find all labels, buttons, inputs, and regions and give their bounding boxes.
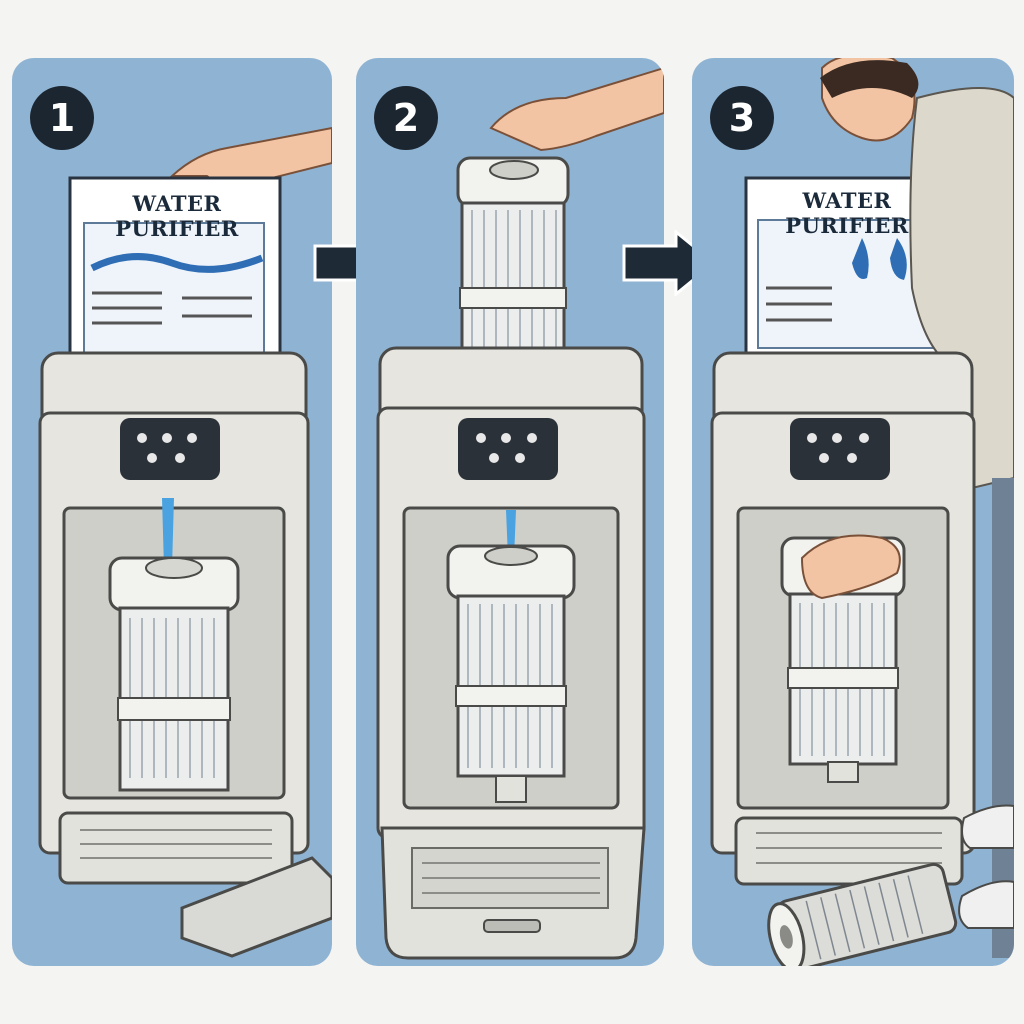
manual-title: WATER PURIFIER: [115, 191, 239, 241]
step-2-panel: 2: [356, 58, 664, 966]
step-3-panel: 3 WATER PURIFIER: [692, 58, 1014, 966]
control-panel-icon: [790, 418, 890, 480]
step-number-badge: 2: [374, 86, 438, 150]
step-1-panel: 1 WATER PURIFIER: [12, 58, 332, 966]
drip-tray: [58, 811, 294, 885]
step-number-badge: 1: [30, 86, 94, 150]
hand-icon: [489, 66, 664, 152]
step-2-illustration: [356, 58, 664, 966]
old-filter-cartridge: [767, 862, 958, 966]
water-stream: [162, 498, 174, 568]
used-filter-pad: [180, 856, 332, 958]
control-panel-icon: [120, 418, 220, 480]
step-1-illustration: [12, 58, 332, 966]
step-number-badge: 3: [710, 86, 774, 150]
shoe: [961, 804, 1014, 849]
manual-title: WATER PURIFIER: [785, 188, 909, 238]
step-3-illustration: [692, 58, 1014, 966]
control-panel-icon: [458, 418, 558, 480]
hand-icon: [800, 534, 901, 600]
shoe: [958, 880, 1014, 929]
